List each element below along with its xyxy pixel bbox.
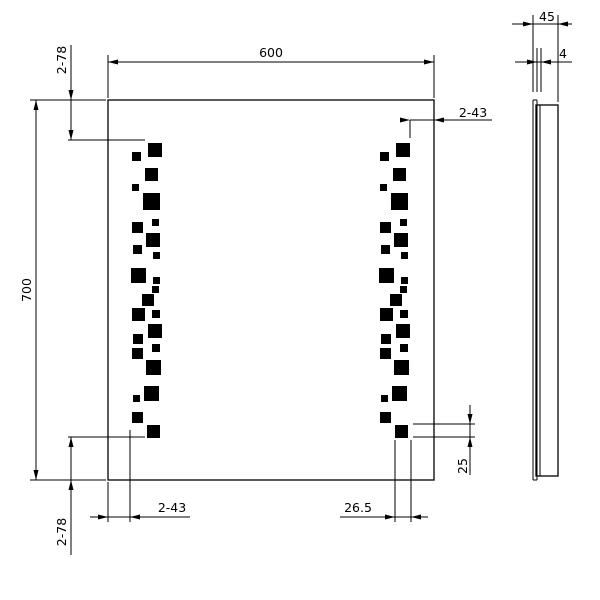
left-pattern-square <box>132 308 145 321</box>
side-view <box>532 99 559 481</box>
bottom-offset-label: 2-78 <box>54 518 69 546</box>
glass-label: 4 <box>559 46 567 61</box>
right-top-offset-dimension: 2-43 <box>400 105 492 138</box>
right-pattern-square <box>401 277 408 284</box>
left-pattern-square <box>146 233 160 247</box>
left-pattern-square <box>144 386 159 401</box>
side-view-outline <box>535 104 559 477</box>
left-pattern-square <box>152 219 159 226</box>
left-bottom-offset-dimension: 2-43 <box>90 430 190 522</box>
left-pattern-square <box>133 395 140 402</box>
left-pattern-square <box>131 268 146 283</box>
right-pattern-square <box>380 222 391 233</box>
left-pattern-square <box>132 412 143 423</box>
height-label: 700 <box>19 278 34 302</box>
left-pattern-square <box>153 277 160 284</box>
left-pattern-square <box>145 168 158 181</box>
left-pattern-square <box>132 222 143 233</box>
right-pattern-square <box>400 310 408 318</box>
left-pattern-square <box>132 348 143 359</box>
left-pattern-square <box>143 193 160 210</box>
right-pattern-square <box>400 219 407 226</box>
left-pattern-square <box>142 294 154 306</box>
depth-dimension: 45 <box>512 9 572 102</box>
right-pattern-square <box>380 308 393 321</box>
left-pattern-square <box>146 360 161 375</box>
right-pattern-square <box>392 386 407 401</box>
right-pattern-square <box>396 143 410 157</box>
right-square-pattern <box>379 143 410 438</box>
right-pattern-square <box>379 268 394 283</box>
mirror-front-outline <box>107 99 435 481</box>
right-pattern-square <box>381 245 390 254</box>
right-top-offset-label: 2-43 <box>459 105 487 120</box>
left-bottom-offset-label: 2-43 <box>158 500 186 515</box>
top-offset-label: 2-78 <box>54 46 69 74</box>
left-pattern-square <box>132 184 139 191</box>
left-pattern-square <box>148 324 162 338</box>
right-bottom-offset-label: 26.5 <box>344 500 372 515</box>
left-pattern-square <box>133 245 142 254</box>
right-pattern-square <box>401 252 408 259</box>
bottom-offset-dimension: 2-78 <box>54 436 145 555</box>
right-pattern-square <box>380 184 387 191</box>
glass-dimension: 4 <box>515 46 572 92</box>
height-dimension: 700 <box>19 99 106 481</box>
right-pattern-square <box>381 395 388 402</box>
width-label: 600 <box>259 45 283 60</box>
left-pattern-square <box>147 425 160 438</box>
left-pattern-square <box>152 344 160 352</box>
right-pattern-square <box>380 348 391 359</box>
right-pattern-square <box>380 152 389 161</box>
bottom-gap-label: 25 <box>455 458 470 474</box>
right-pattern-square <box>390 294 402 306</box>
right-pattern-square <box>394 360 409 375</box>
top-offset-dimension: 2-78 <box>54 45 145 141</box>
right-bottom-offset-dimension: 26.5 <box>340 440 428 522</box>
depth-label: 45 <box>539 9 555 24</box>
left-pattern-square <box>148 143 162 157</box>
right-pattern-square <box>394 233 408 247</box>
left-pattern-square <box>132 152 141 161</box>
left-pattern-square <box>153 252 160 259</box>
right-pattern-square <box>396 324 410 338</box>
left-pattern-square <box>133 334 143 344</box>
bottom-gap-dimension: 25 <box>413 405 475 475</box>
width-dimension: 600 <box>107 45 435 98</box>
right-pattern-square <box>400 286 407 293</box>
right-pattern-square <box>391 193 408 210</box>
right-pattern-square <box>380 412 391 423</box>
left-pattern-square <box>152 310 160 318</box>
left-square-pattern <box>131 143 162 438</box>
right-pattern-square <box>395 425 408 438</box>
right-pattern-square <box>381 334 391 344</box>
right-pattern-square <box>400 344 408 352</box>
right-pattern-square <box>393 168 406 181</box>
left-pattern-square <box>152 286 159 293</box>
